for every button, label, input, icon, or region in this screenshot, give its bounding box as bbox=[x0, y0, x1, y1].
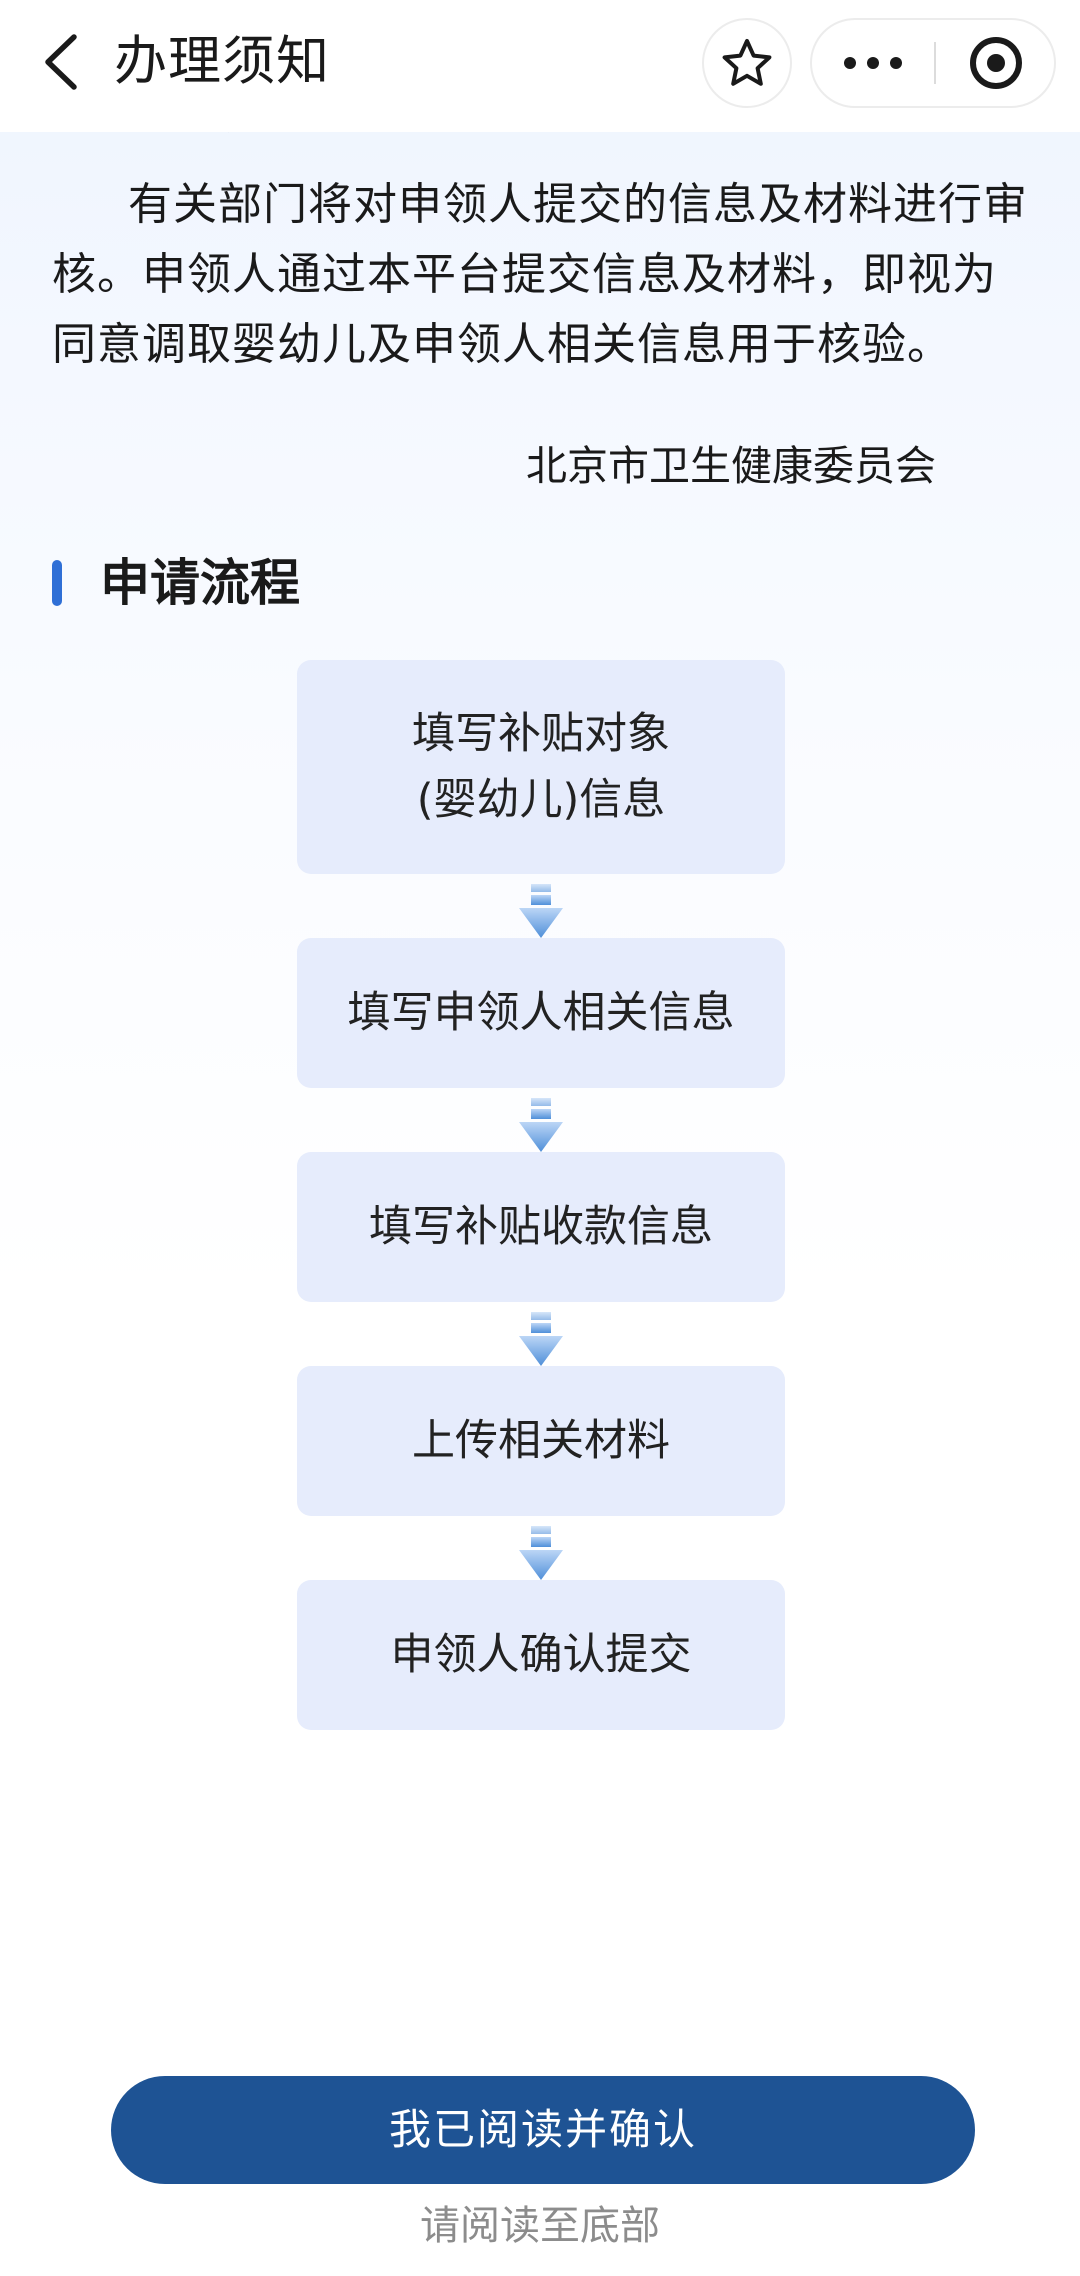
step-4-label: 上传相关材料 bbox=[412, 1416, 670, 1466]
process-step-5: 申领人确认提交 bbox=[297, 1580, 785, 1730]
page-title: 办理须知 bbox=[114, 31, 330, 92]
process-step-1: 填写补贴对象 (婴幼儿)信息 bbox=[297, 660, 785, 874]
star-outline-icon bbox=[722, 39, 772, 86]
confirm-read-button[interactable]: 我已阅读并确认 bbox=[111, 2076, 975, 2184]
back-button[interactable] bbox=[30, 26, 90, 98]
chevron-left-icon bbox=[45, 34, 77, 90]
down-arrow-icon bbox=[519, 1526, 563, 1580]
notice-paragraph: 有关部门将对申领人提交的信息及材料进行审核。申领人通过本平台提交信息及材料，即视… bbox=[52, 179, 1028, 370]
favorite-button[interactable] bbox=[702, 18, 792, 108]
close-mini-program-button[interactable] bbox=[936, 20, 1056, 106]
top-nav-bar: 办理须知 bbox=[0, 0, 1080, 132]
step-5-label: 申领人确认提交 bbox=[390, 1630, 692, 1680]
process-step-3: 填写补贴收款信息 bbox=[297, 1152, 785, 1302]
step-3-label: 填写补贴收款信息 bbox=[369, 1202, 713, 1252]
step-1-line-2: (婴幼儿)信息 bbox=[416, 775, 666, 825]
step-1-line-1: 填写补贴对象 bbox=[412, 709, 670, 759]
more-button[interactable] bbox=[812, 20, 934, 106]
read-to-bottom-hint: 请阅读至底部 bbox=[420, 2203, 660, 2249]
process-title: 申请流程 bbox=[100, 554, 300, 612]
more-dots-icon bbox=[844, 57, 902, 69]
signature: 北京市卫生健康委员会 bbox=[526, 442, 936, 490]
process-step-2: 填写申领人相关信息 bbox=[297, 938, 785, 1088]
target-close-icon bbox=[970, 37, 1022, 89]
down-arrow-icon bbox=[519, 1098, 563, 1152]
process-step-4: 上传相关材料 bbox=[297, 1366, 785, 1516]
down-arrow-icon bbox=[519, 1312, 563, 1366]
mini-program-capsule bbox=[810, 18, 1056, 108]
step-2-label: 填写申领人相关信息 bbox=[347, 988, 735, 1038]
process-section-header: 申请流程 bbox=[52, 548, 300, 618]
section-accent-bar bbox=[52, 560, 62, 606]
down-arrow-icon bbox=[519, 884, 563, 938]
capsule-divider bbox=[934, 42, 936, 84]
